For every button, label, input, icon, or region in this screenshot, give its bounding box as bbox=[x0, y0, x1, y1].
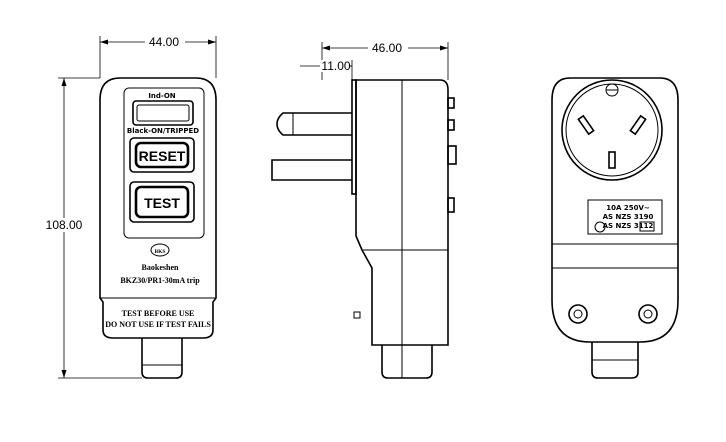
rear-body-outline bbox=[551, 77, 679, 343]
reset-button[interactable]: RESET bbox=[129, 137, 195, 173]
dim-label-bg bbox=[320, 60, 350, 72]
dim-label-bg bbox=[145, 36, 185, 48]
ce-mark-icon bbox=[639, 221, 655, 232]
warning-line-1: TEST BEFORE USE bbox=[122, 309, 195, 318]
brand-logo-icon bbox=[150, 243, 170, 257]
side-nub-2 bbox=[447, 119, 455, 131]
rear-cord-tail bbox=[591, 342, 639, 379]
test-button-frame bbox=[129, 181, 195, 223]
approval-mark-icon bbox=[594, 221, 606, 233]
dim-arrow-left bbox=[100, 39, 108, 45]
test-button-label: TEST bbox=[144, 195, 180, 211]
indicator-status: Black-ON/TRIPPED bbox=[127, 127, 199, 135]
side-width-dimension: 46.00 bbox=[321, 41, 449, 80]
socket-slot-earth bbox=[608, 151, 616, 169]
brand-name: Baokeshen bbox=[142, 263, 179, 272]
front-width-label: 44.00 bbox=[149, 35, 179, 49]
model-label: BKZ30/PR1-30mA trip bbox=[120, 276, 200, 285]
socket-slot-right bbox=[629, 114, 647, 136]
dim-label-bg bbox=[368, 42, 408, 54]
front-width-dimension: 44.00 bbox=[99, 35, 217, 78]
mount-hole-left bbox=[568, 304, 588, 324]
mount-hole-right bbox=[638, 304, 658, 324]
rating-line-1: 10A 250V~ bbox=[606, 204, 650, 212]
front-faceplate bbox=[123, 87, 205, 239]
dim-arrow-top bbox=[61, 78, 67, 86]
mount-hole-left-inner bbox=[573, 309, 583, 319]
side-body-outline bbox=[355, 79, 449, 346]
pin-offset-label: 11.00 bbox=[321, 59, 350, 73]
side-marker bbox=[353, 311, 361, 319]
test-button[interactable]: TEST bbox=[129, 181, 195, 223]
lower-pin bbox=[271, 159, 352, 181]
rating-line-3: AS NZS 3112 bbox=[603, 222, 654, 230]
height-label-bg bbox=[40, 218, 88, 232]
mount-hole-right-inner bbox=[643, 309, 653, 319]
side-width-label: 46.00 bbox=[372, 41, 402, 55]
dim-arrow-right bbox=[208, 39, 216, 45]
height-label: 108.00 bbox=[46, 218, 83, 232]
pin-offset-dimension: 11.00 bbox=[300, 59, 353, 80]
rating-label bbox=[587, 199, 663, 235]
dim-arrow-left bbox=[322, 45, 330, 51]
front-cord-tail bbox=[141, 338, 183, 379]
test-button-cap bbox=[134, 185, 190, 219]
rating-line-2: AS NZS 3190 bbox=[603, 213, 654, 221]
socket-face bbox=[561, 79, 663, 181]
indicator-window bbox=[132, 100, 194, 126]
side-nub-3 bbox=[447, 145, 457, 165]
dim-arrow-bottom bbox=[61, 370, 67, 378]
side-cord-tail bbox=[381, 345, 433, 379]
indicator-lens bbox=[136, 104, 190, 122]
side-nub-1 bbox=[447, 97, 455, 109]
plug-pins bbox=[271, 112, 352, 181]
reset-button-cap bbox=[134, 141, 190, 169]
warning-line-2: DO NOT USE IF TEST FAILS bbox=[105, 320, 211, 329]
socket-slot-left bbox=[577, 114, 595, 136]
reset-button-label: RESET bbox=[139, 148, 186, 164]
indicator-label: Ind-ON bbox=[148, 92, 175, 100]
side-nub-4 bbox=[447, 197, 455, 213]
brand-logo-text: BKS bbox=[154, 249, 165, 255]
reset-button-frame bbox=[129, 137, 195, 173]
rear-view: 10A 250V~ AS NZS 3190 AS NZS 3112 bbox=[551, 77, 679, 379]
upper-pin bbox=[276, 112, 352, 136]
height-dimension: 108.00 bbox=[40, 77, 142, 379]
dim-arrow-right bbox=[440, 45, 448, 51]
side-view bbox=[271, 79, 457, 379]
front-view: Ind-ON Black-ON/TRIPPED RESET TEST BKS B… bbox=[99, 77, 217, 379]
socket-face-inner bbox=[565, 83, 659, 177]
front-body-outline bbox=[99, 77, 217, 339]
